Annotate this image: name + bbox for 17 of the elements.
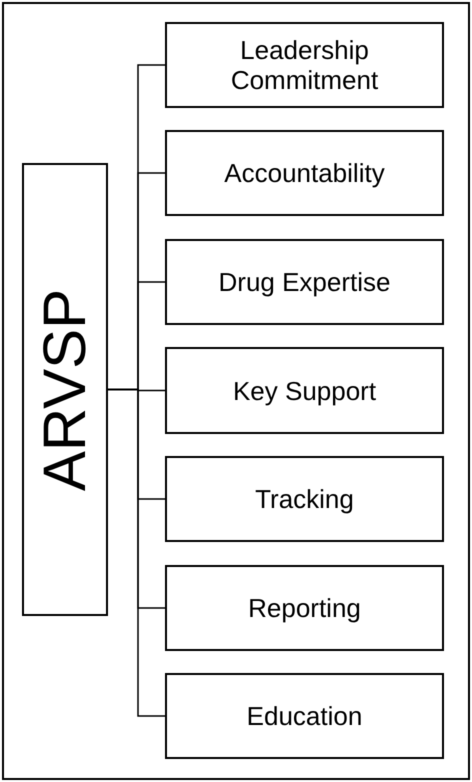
category-box [165,456,444,542]
category-label: Education [246,701,364,731]
category-box [165,673,444,759]
category-label: Tracking [254,484,355,514]
category-label: Drug Expertise [218,267,392,297]
category-box [165,347,444,434]
category-label: Accountability [223,158,386,188]
connector-line [108,388,165,717]
category-box [165,565,444,651]
category-label: Reporting [247,593,362,623]
root-box [22,163,108,616]
category-box [165,239,444,325]
category-box [165,22,444,108]
category-label: Key Support [232,376,378,406]
category-label: Leadership Commitment [230,35,380,95]
root-label: ARVSP [35,288,95,491]
category-box [165,130,444,216]
